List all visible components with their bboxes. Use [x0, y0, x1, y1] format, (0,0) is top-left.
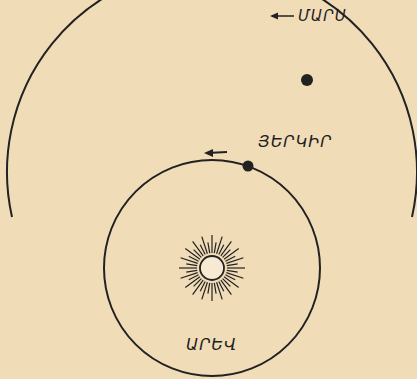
sun-ray: [181, 258, 198, 264]
planet-label: ՅԵՐԿԻՐ: [258, 134, 332, 150]
sun-ray: [226, 273, 243, 279]
direction-arrow: [270, 13, 294, 20]
sun-ray: [194, 279, 202, 287]
sun-ray: [202, 282, 208, 299]
sun-ray: [227, 267, 245, 268]
sun-ray: [217, 237, 223, 254]
earth-planet: [243, 161, 254, 172]
sun-ray: [186, 270, 197, 272]
sun-disc: [200, 256, 224, 280]
sun-ray: [181, 273, 198, 279]
mars-orbit: [7, 0, 417, 217]
earth-orbit: [104, 160, 320, 376]
sun-ray: [223, 279, 231, 287]
sun-ray: [208, 242, 210, 253]
sun-ray: [211, 235, 212, 253]
sun-ray: [208, 283, 210, 294]
sun-ray: [223, 250, 231, 258]
sun-ray: [217, 282, 223, 299]
sun-ray: [194, 250, 202, 258]
sun-ray: [214, 242, 216, 253]
star-label: ԱՐԵՎ: [186, 337, 237, 353]
sun-symbol: [179, 235, 245, 301]
mars-planet: [301, 74, 313, 86]
planet-label: ՄԱՐՍ: [298, 9, 347, 24]
sun-ray: [227, 264, 238, 266]
sun-ray: [227, 270, 238, 272]
direction-arrow: [204, 149, 227, 157]
sun-ray: [186, 264, 197, 266]
sun-ray: [179, 267, 197, 268]
sun-ray: [214, 283, 216, 294]
sun-ray: [226, 258, 243, 264]
sun-ray: [202, 237, 208, 254]
sun-ray: [211, 283, 212, 301]
